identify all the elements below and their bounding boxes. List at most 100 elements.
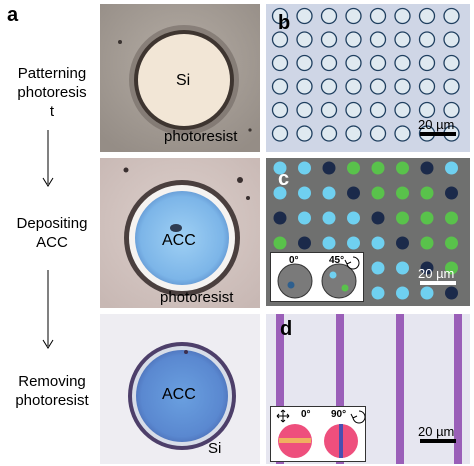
- crystal-dot: [371, 186, 385, 200]
- microwell-dot: [418, 101, 436, 119]
- step-removing: Removing photoresist: [4, 372, 100, 410]
- inset-angle-label: 45°: [329, 255, 345, 266]
- microwell-dot: [443, 101, 460, 119]
- crystal-dot: [396, 211, 409, 225]
- microwell-dot: [345, 78, 362, 95]
- microwell-dot: [345, 54, 362, 72]
- crystal-dot: [273, 236, 287, 250]
- crystal-dot: [273, 186, 287, 200]
- step-line: Patterning: [17, 65, 87, 82]
- microwell-dot: [369, 125, 387, 142]
- crystal-dot: [396, 261, 409, 275]
- crystal-dot: [445, 236, 458, 250]
- crystal-dot: [347, 236, 360, 250]
- crystal-dot: [347, 186, 360, 200]
- acc-label: ACC: [162, 386, 196, 403]
- microwell-dot: [345, 7, 362, 25]
- scale-bar-d: 20 µm: [418, 424, 456, 443]
- crystal-dot: [371, 286, 385, 300]
- crystal-dot: [420, 236, 434, 250]
- microwell-dot: [345, 31, 362, 48]
- crystal-dot: [298, 161, 311, 175]
- microwell-dot: [369, 54, 387, 72]
- microwell-dot: [394, 31, 411, 48]
- microwell-dot: [394, 7, 411, 25]
- microwell-dot: [369, 101, 387, 119]
- micrograph-patterned-photoresist: Si photoresist: [100, 4, 260, 152]
- crystal-dot: [371, 161, 385, 175]
- micrograph-deposited-acc: ACC photoresist: [100, 158, 260, 308]
- panel-d-image: d 20 µm 0° 90°: [266, 314, 470, 464]
- microwell-dot: [443, 54, 460, 72]
- scale-bar-line: [420, 132, 456, 136]
- microwell-dot: [369, 78, 387, 95]
- panel-d-letter: d: [280, 318, 293, 340]
- crystal-dot: [445, 186, 458, 200]
- crystal-dot: [420, 286, 434, 300]
- microwell-dot: [296, 101, 313, 119]
- crystal-dot: [420, 186, 434, 200]
- crystal-dot: [322, 236, 336, 250]
- micrograph-removed-photoresist: ACC Si: [100, 314, 260, 464]
- microwell-dot: [345, 101, 362, 119]
- crystal-dot: [396, 186, 409, 200]
- scale-bar-b: 20 µm: [418, 117, 456, 136]
- si-label: Si: [208, 440, 222, 457]
- crystal-dot: [371, 236, 385, 250]
- microwell-dot: [296, 78, 313, 95]
- step-line: Removing: [18, 373, 86, 390]
- crystal-dot: [420, 161, 434, 175]
- crystal-dot: [396, 161, 409, 175]
- panel-b-letter: b: [278, 12, 291, 34]
- crystal-dot: [396, 286, 409, 300]
- microwell-dot: [296, 125, 313, 142]
- crystal-dot: [445, 261, 458, 275]
- microwell-dot: [271, 54, 289, 72]
- crystal-dot: [445, 161, 458, 175]
- crossed-polarizer-icon: [276, 409, 290, 423]
- microwell-dot: [369, 31, 387, 48]
- microwell-dot: [418, 78, 436, 95]
- crystal-dot: [445, 286, 458, 300]
- microwell-dot: [271, 101, 289, 119]
- inset-angle-label: 0°: [289, 255, 299, 266]
- scale-bar-line: [420, 281, 456, 285]
- microwell-dot: [320, 78, 338, 95]
- step-line: t: [49, 103, 55, 120]
- scale-bar-c: 20 µm: [418, 266, 456, 285]
- microwell-dot: [320, 54, 338, 72]
- crystal-dot: [371, 211, 385, 225]
- microwell-dot: [443, 7, 460, 25]
- microwell-dot: [418, 7, 436, 25]
- microwell-dot: [443, 31, 460, 48]
- crystal-dot: [322, 186, 336, 200]
- microwell-dot: [394, 125, 411, 142]
- scale-bar-line: [420, 439, 456, 443]
- microwell-dot: [271, 125, 289, 142]
- crystal-dot: [322, 211, 336, 225]
- panel-d-inset: 0° 90°: [270, 406, 366, 462]
- microwell-dot: [296, 31, 313, 48]
- microwell-dot: [320, 31, 338, 48]
- microwell-dot: [394, 78, 411, 95]
- scale-bar-label: 20 µm: [418, 424, 455, 439]
- microwell-dot: [296, 7, 313, 25]
- microwell-dot: [320, 7, 338, 25]
- panel-c-image: c 20 µm 0° 45°: [266, 158, 470, 306]
- microwell-dot: [271, 78, 289, 95]
- crystal-dot: [273, 161, 287, 175]
- crystal-dot: [298, 236, 311, 250]
- microwell-dot: [418, 54, 436, 72]
- microwell-dot: [345, 125, 362, 142]
- microwell-dot: [271, 7, 289, 25]
- photoresist-label: photoresist: [160, 289, 234, 306]
- step-depositing: Depositing ACC: [4, 214, 100, 252]
- step-line: photoresist: [15, 392, 89, 409]
- crystal-dot: [445, 211, 458, 225]
- microwell-dot: [418, 31, 436, 48]
- crystal-dot: [371, 261, 385, 275]
- panel-c-inset: 0° 45°: [270, 252, 364, 302]
- scale-bar-label: 20 µm: [418, 266, 455, 281]
- acc-label: ACC: [162, 232, 196, 249]
- crystal-dot: [347, 161, 360, 175]
